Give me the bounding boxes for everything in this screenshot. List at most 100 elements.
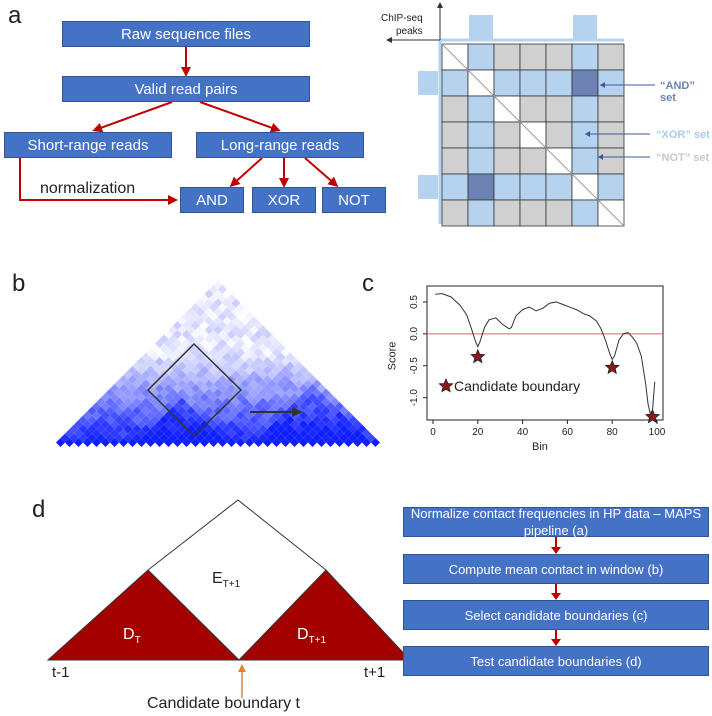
heatmap-cell: [371, 438, 380, 447]
score-line: [435, 293, 656, 415]
peak-bar-top-0: [469, 15, 493, 41]
matrix-cell: [467, 43, 495, 71]
boundary-marker-star-1: [604, 359, 620, 375]
box-valid-read-pairs: Valid read pairs: [62, 76, 310, 102]
legend-label: Candidate boundary: [454, 378, 581, 394]
peak-bar-top-1: [573, 15, 597, 41]
e-label-sub: T+1: [222, 579, 241, 591]
matrix-cell: [441, 121, 469, 149]
matrix-cell: [597, 147, 625, 175]
matrix-cell: [493, 147, 521, 175]
panel-a-letter: a: [8, 2, 22, 29]
axis-arrow-left-head: [386, 37, 392, 43]
y-tick-label-1: 0.0: [409, 326, 420, 340]
boundary-marker-head: [238, 664, 246, 672]
boundary-marker-star-2: [644, 408, 661, 424]
not-pointer-head: [598, 154, 603, 160]
x-axis-title: Bin: [532, 441, 548, 453]
window-diamond: [146, 342, 243, 438]
box-xor: XOR: [252, 187, 316, 213]
matrix-cell: [441, 147, 469, 175]
panel-b-letter: b: [12, 270, 26, 297]
t-minus-label: t-1: [52, 664, 70, 681]
panel-d-letter: d: [32, 496, 46, 523]
candidate-boundary-label: Candidate boundary t: [147, 695, 300, 712]
normalization-label: normalization: [40, 180, 136, 197]
dt1-label: DT+1: [297, 626, 326, 646]
and-set-label: “AND” set: [660, 80, 695, 104]
step-box-1: Normalize contact frequencies in HP data…: [403, 506, 709, 538]
arrow-valid-long: [199, 101, 281, 133]
matrix-cell: [493, 199, 521, 227]
box-short-range-reads: Short-range reads: [4, 132, 172, 158]
box-not: NOT: [322, 187, 386, 213]
xor-set-label: “XOR” set: [656, 129, 710, 141]
matrix-cell: [545, 95, 573, 123]
step-box-2: Compute mean contact in window (b): [403, 554, 709, 584]
matrix-cell: [519, 95, 547, 123]
step-box-4: Test candidate boundaries (d): [403, 646, 709, 676]
x-tick-label-5: 100: [649, 427, 666, 438]
and-pointer-head: [600, 82, 605, 88]
chip-seq-label: ChIP-seq: [381, 13, 423, 24]
peak-bar-left-1: [418, 175, 438, 199]
matrix-cell: [545, 199, 573, 227]
matrix-cell: [519, 199, 547, 227]
peak-bar-left-0: [418, 71, 438, 95]
plot-frame: [426, 285, 664, 421]
arrow-valid-short: [92, 101, 173, 133]
dt-label-main: D: [123, 626, 135, 643]
arrow-normalization: [19, 158, 178, 205]
x-tick-label-4: 80: [607, 427, 619, 438]
matrix-cell: [545, 43, 573, 71]
step-arrow-2-head: [551, 593, 561, 600]
matrix-cell: [571, 95, 599, 123]
matrix-cell: [597, 69, 625, 97]
diamond-e: [147, 499, 327, 661]
box-raw-sequence-files: Raw sequence files: [62, 21, 310, 47]
axis-arrow-up-head: [437, 2, 443, 8]
step-box-3: Select candidate boundaries (c): [403, 600, 709, 630]
e-label-main: E: [212, 570, 223, 587]
peaks-label: peaks: [396, 26, 423, 37]
matrix-diagonal: [441, 43, 625, 227]
matrix-cell: [597, 173, 625, 201]
t-plus-label: t+1: [364, 664, 386, 681]
y-tick-label-2: -0.5: [409, 357, 420, 375]
dt-label: DT: [123, 626, 141, 646]
step-arrow-3-head: [551, 639, 561, 646]
matrix-cell: [467, 121, 495, 149]
matrix-cell: [571, 199, 599, 227]
matrix-cell: [493, 173, 521, 201]
y-tick-label-3: -1.0: [409, 389, 420, 407]
not-set-label: “NOT” set: [656, 152, 710, 164]
matrix-cell: [493, 43, 521, 71]
dt1-label-main: D: [297, 626, 309, 643]
box-long-range-reads: Long-range reads: [196, 132, 364, 158]
dt1-label-sub: T+1: [308, 635, 327, 647]
dt-label-sub: T: [134, 635, 141, 647]
legend-star: [438, 377, 454, 393]
panel-c-letter: c: [362, 270, 374, 297]
boundary-marker-star-0: [470, 348, 486, 364]
step-arrow-1-head: [551, 547, 561, 554]
x-tick-label-2: 40: [517, 427, 529, 438]
matrix-cell: [467, 95, 495, 123]
slide-arrow-head: [292, 407, 303, 417]
y-tick-label-0: 0.5: [409, 295, 420, 309]
e-label: ET+1: [212, 570, 240, 590]
arrow-long-and: [229, 157, 263, 188]
arrow-long-not: [304, 157, 339, 187]
x-tick-label-1: 20: [472, 427, 484, 438]
x-tick-label-0: 0: [430, 427, 436, 438]
box-and: AND: [180, 187, 244, 213]
x-tick-label-3: 60: [562, 427, 574, 438]
matrix-cell: [597, 121, 625, 149]
matrix-cell: [467, 199, 495, 227]
xor-pointer-head: [585, 131, 590, 137]
